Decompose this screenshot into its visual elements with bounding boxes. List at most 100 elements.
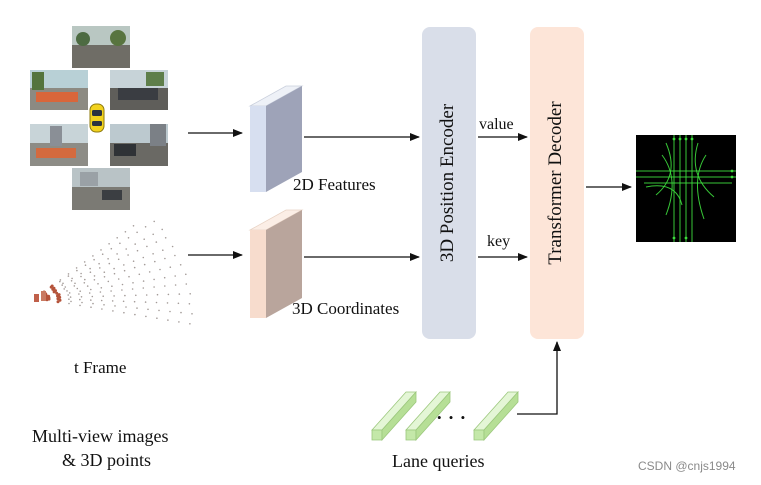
lane-queries-group	[371, 390, 519, 442]
query-bar-side	[483, 390, 519, 442]
point	[114, 305, 116, 307]
point	[80, 275, 82, 278]
point	[102, 295, 104, 297]
lane-endpoint	[730, 175, 734, 179]
lane-endpoint	[672, 236, 676, 240]
point	[56, 297, 60, 301]
point	[73, 285, 76, 287]
point	[55, 291, 59, 295]
point	[66, 290, 68, 292]
point	[153, 286, 155, 288]
point	[113, 295, 115, 297]
point	[117, 258, 120, 261]
query-bar-front	[473, 429, 485, 441]
point	[167, 293, 170, 296]
camera-back-left	[30, 124, 88, 166]
camera-back	[72, 168, 130, 210]
point	[100, 287, 103, 289]
point	[62, 282, 64, 285]
point	[110, 290, 112, 292]
point	[93, 258, 95, 261]
lane-endpoint	[690, 137, 694, 141]
point	[59, 279, 62, 281]
point	[164, 285, 166, 287]
point	[127, 254, 129, 256]
point	[132, 282, 134, 284]
point	[98, 262, 100, 265]
point	[134, 313, 136, 316]
point	[90, 306, 92, 308]
point	[146, 245, 148, 248]
point-cluster	[34, 294, 39, 302]
point	[88, 292, 91, 294]
point	[189, 293, 191, 295]
point	[90, 299, 92, 301]
point	[74, 282, 76, 285]
features-2d-label: 2D Features	[293, 175, 376, 194]
point	[152, 253, 154, 255]
point	[69, 296, 72, 298]
point	[107, 258, 109, 260]
point	[122, 300, 125, 303]
point	[89, 267, 91, 270]
point	[110, 247, 113, 250]
point	[153, 278, 155, 281]
point	[101, 308, 103, 310]
point	[179, 264, 182, 266]
point	[63, 288, 65, 290]
point	[132, 225, 135, 227]
point	[61, 284, 63, 286]
point	[124, 231, 127, 233]
point	[174, 284, 177, 286]
point	[71, 277, 73, 280]
point	[123, 269, 126, 272]
point	[108, 262, 111, 265]
point	[153, 220, 155, 223]
key-label: key	[487, 233, 511, 250]
point	[143, 238, 145, 240]
point	[127, 237, 130, 239]
point	[99, 267, 101, 269]
point	[144, 301, 147, 303]
lane-line	[694, 142, 715, 198]
point	[100, 249, 102, 251]
point	[177, 302, 180, 305]
point	[68, 298, 70, 300]
point	[161, 228, 163, 231]
point	[83, 282, 86, 284]
position-encoder-label: 3D Position Encoder	[437, 103, 458, 263]
point	[90, 288, 92, 291]
point	[171, 245, 174, 248]
point-cloud-frustum	[34, 220, 193, 325]
point	[142, 256, 145, 259]
ego-car-icon	[89, 103, 105, 133]
frame-label: t Frame	[74, 358, 127, 377]
point	[132, 260, 135, 262]
point	[185, 283, 188, 285]
point	[70, 300, 72, 303]
point	[164, 257, 166, 260]
point	[159, 268, 161, 271]
point	[86, 285, 89, 287]
point	[84, 278, 86, 281]
point	[92, 302, 94, 305]
point	[174, 275, 176, 277]
transformer-decoder-label: Transformer Decoder	[545, 101, 566, 265]
point	[128, 275, 130, 278]
point	[97, 283, 99, 285]
point	[148, 271, 151, 273]
lane-endpoint	[684, 236, 688, 240]
point	[67, 294, 69, 296]
point	[83, 261, 86, 263]
point	[142, 280, 145, 282]
point	[59, 280, 61, 283]
point	[158, 309, 160, 312]
point	[145, 315, 147, 318]
query-bar-side	[381, 390, 417, 442]
point	[123, 311, 125, 314]
arrow-queries-to-decoder	[517, 341, 561, 415]
point	[131, 288, 134, 290]
point	[103, 276, 106, 278]
point	[81, 301, 83, 304]
